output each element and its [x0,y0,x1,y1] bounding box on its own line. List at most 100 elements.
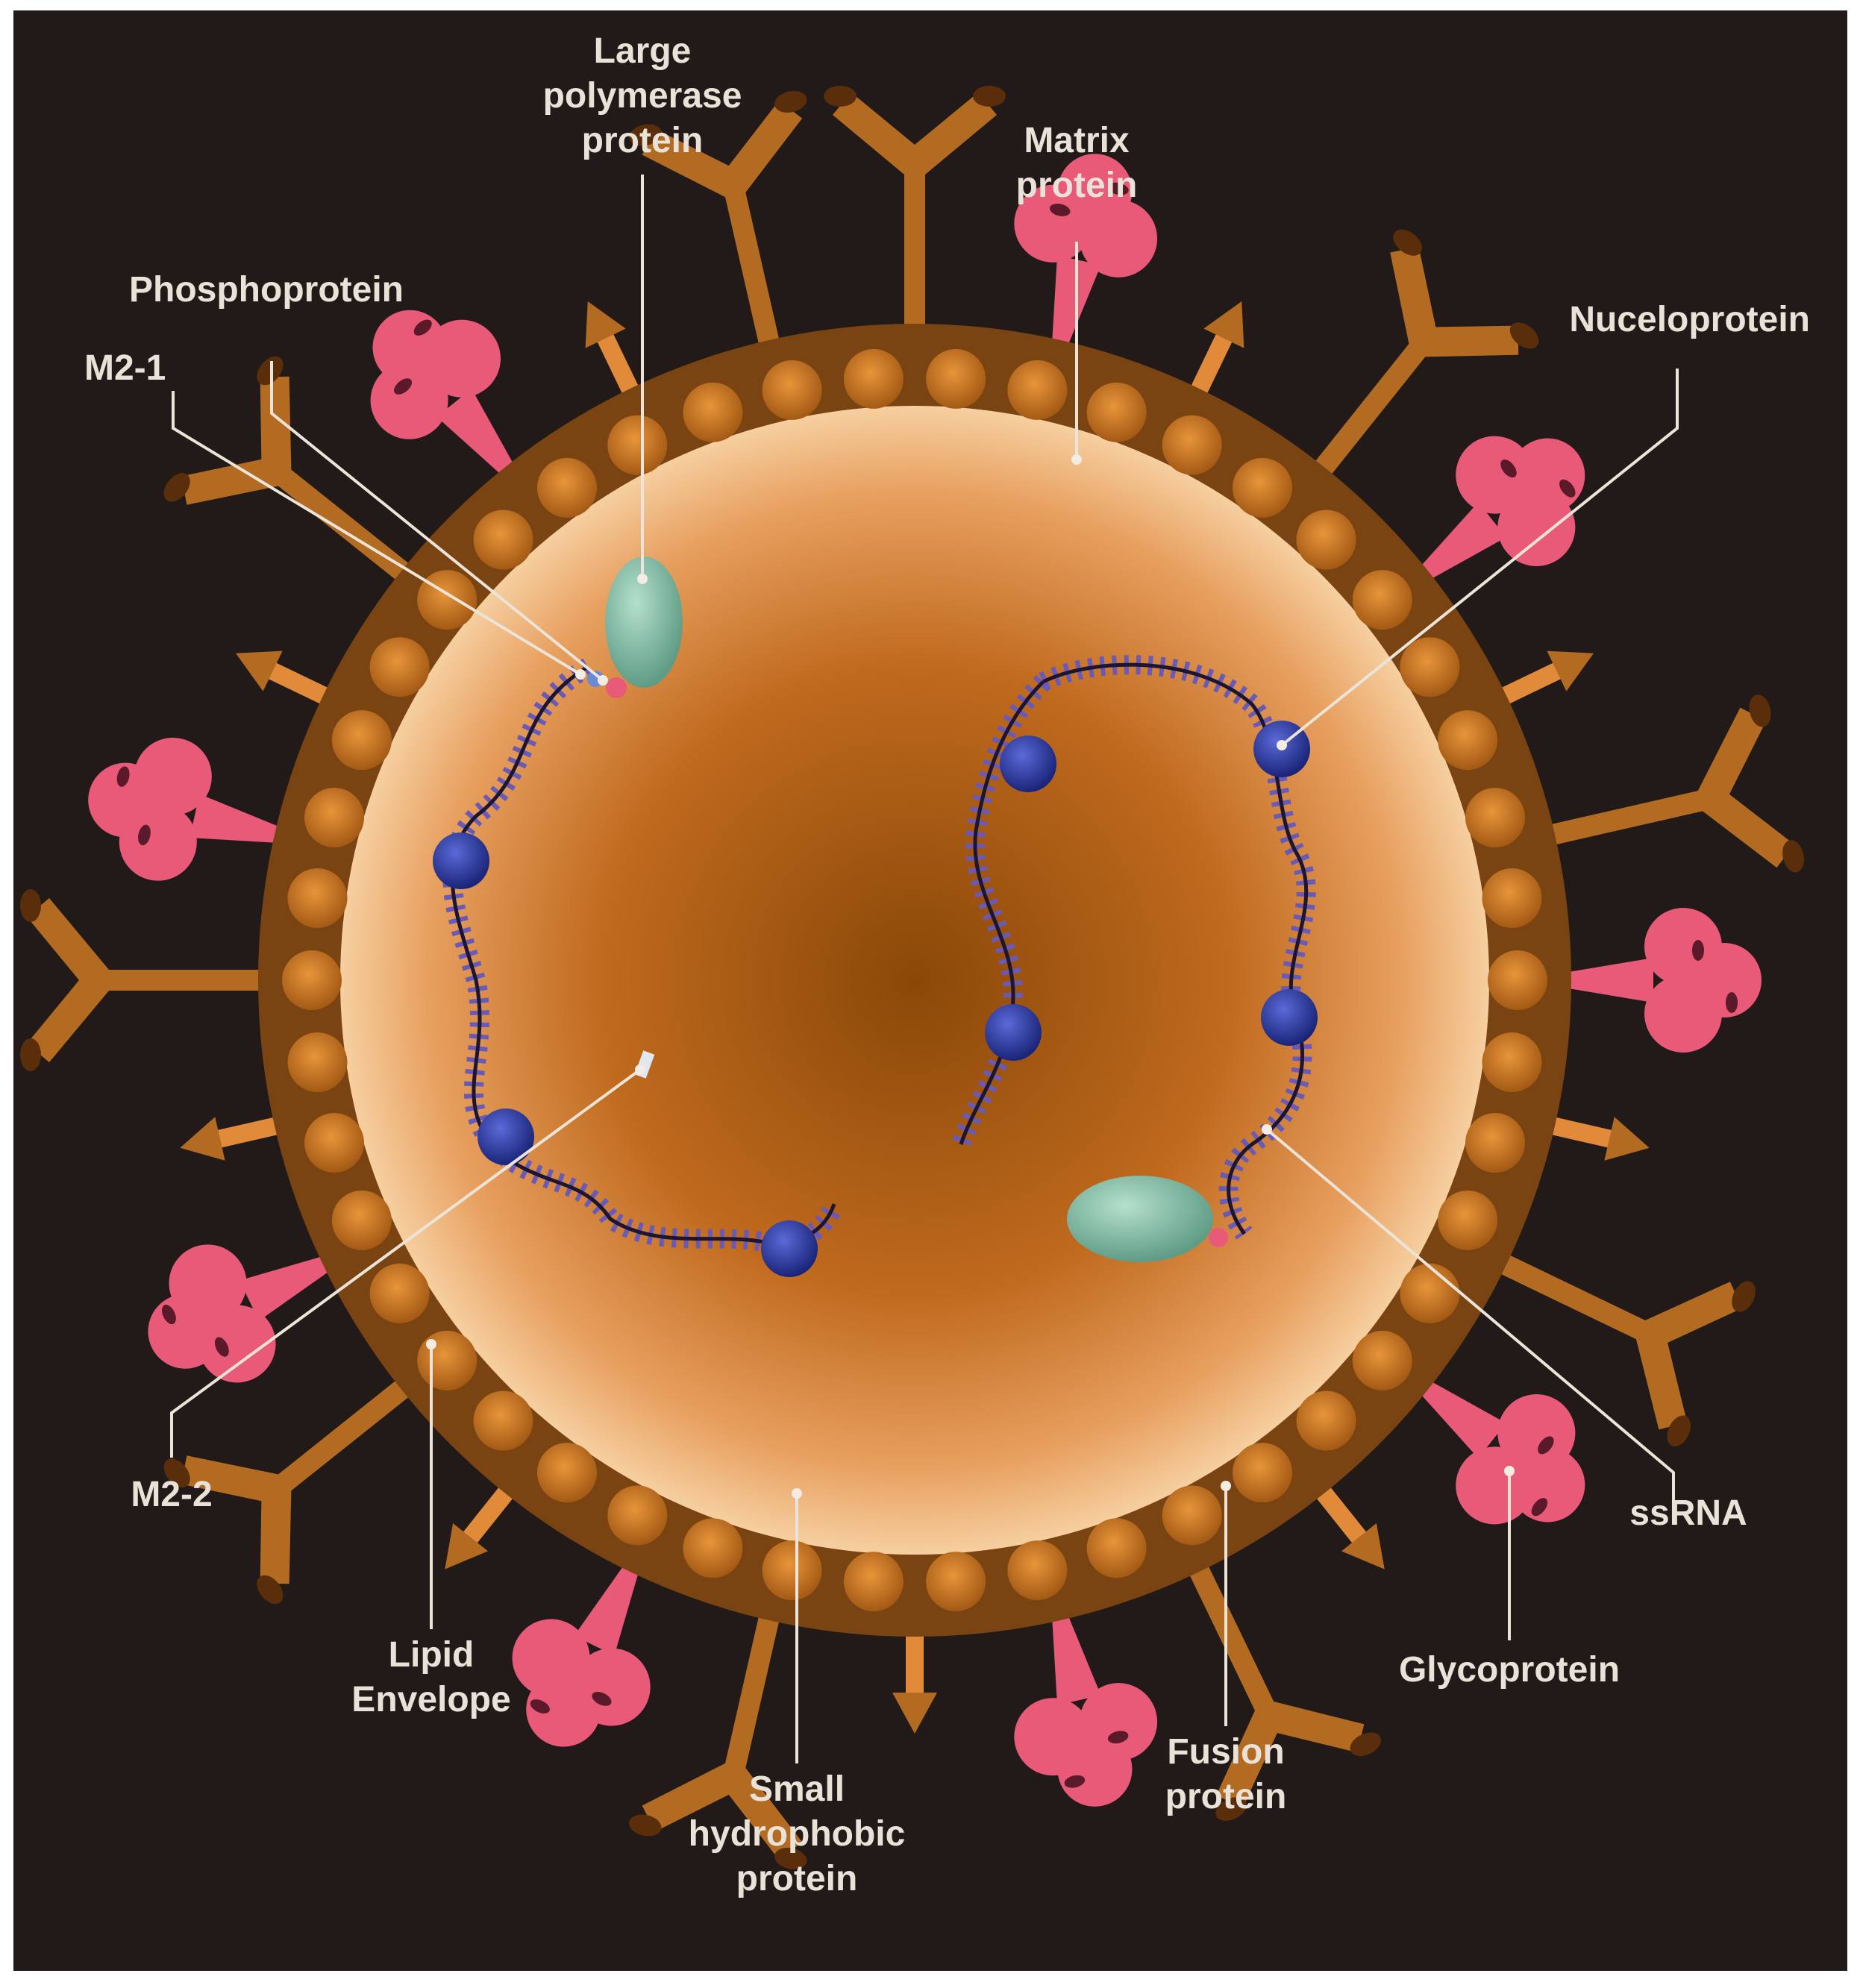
fusion-spot [214,1337,229,1357]
matrix-protein-bump [1482,868,1542,928]
fusion-spot [116,766,130,787]
glycoprotein-tip [629,1814,662,1837]
matrix-protein-bump [369,1263,430,1323]
matrix-protein-bump [843,348,904,409]
glycoprotein-stalk [720,1596,784,1790]
matrix-protein-bump [1482,1032,1542,1092]
matrix-protein-bump [1352,1330,1412,1390]
matrix-protein-bump [369,637,430,697]
fusion-spot [1538,1436,1554,1455]
small-hydrophobic-stalk [1185,330,1234,407]
label-matrix-protein: protein [1016,166,1138,205]
glycoprotein-arms [181,376,292,505]
matrix-protein-layer [282,348,1547,1612]
matrix-protein-bump [1162,415,1222,475]
matrix-protein-bump [1233,1443,1292,1503]
fusion-lobe [1456,436,1534,514]
matrix-protein-bump [304,1113,364,1173]
fusion-spot [394,378,413,395]
fusion-stem [436,389,516,478]
fusion-lobe [88,762,163,838]
glycoprotein-tip [1393,229,1422,256]
spike-layer [20,86,1805,1870]
glycoprotein-stalk [260,455,426,593]
glycoprotein-arms [1390,246,1519,357]
glycoprotein-tip [629,124,662,146]
glycoprotein-tip [163,1458,190,1487]
matrix-protein-bump [1007,1540,1068,1601]
fusion-spot [1726,992,1738,1013]
label-nucleoprotein: Nuceloprotein [1569,300,1810,339]
matrix-protein-bump [1352,570,1412,630]
matrix-protein-bump [926,348,986,409]
matrix-protein-bump [282,950,342,1010]
fusion-spot [1531,1498,1548,1517]
glycoprotein-stalk [1530,786,1725,850]
matrix-protein-bump [683,382,743,442]
fusion-protein-spike [148,1244,334,1383]
large-polymerase-protein [605,556,683,688]
matrix-protein-bump [926,1552,986,1612]
matrix-protein-bump [607,415,668,475]
label-glycoprotein: Glycoprotein [1399,1650,1620,1690]
fusion-spot [1049,204,1071,216]
fusion-spot [530,1699,550,1713]
small-hydrophobic-cone [236,650,283,692]
nucleoprotein-sphere [433,832,489,889]
small-hydrophobic-stalk [214,1114,292,1149]
nucleoprotein-sphere [985,1004,1042,1061]
fusion-spot [1559,479,1576,498]
small-hydrophobic-cone [445,1523,489,1570]
glycoprotein-tip [1509,322,1539,349]
label-m2-2: M2-2 [131,1475,212,1514]
glycoprotein-tip [1350,1732,1381,1757]
small-hydrophobic-cone [585,301,626,348]
fusion-lobe [1687,943,1762,1017]
fusion-stem [190,794,284,844]
fusion-stem [1564,958,1653,1003]
fusion-protein-spike [1417,1379,1585,1525]
glycoprotein-stalk [1302,326,1440,492]
glycoprotein-tip [20,889,41,922]
glycoprotein-spike [629,1596,807,1870]
glycoprotein-tip [774,1848,807,1870]
label-large-polymerase: Large [594,31,692,71]
matrix-protein-bump [1400,1263,1460,1323]
glycoprotein-stalk [260,1367,426,1505]
small-hydrophobic-cone [1604,1117,1650,1161]
fusion-spot [1500,460,1517,478]
glycoprotein-tip [20,1038,41,1071]
fusion-protein-spike [88,737,284,881]
small-hydrophobic-spike [1185,301,1244,407]
matrix-protein-bump [331,710,392,771]
label-ssrna: ssRNA [1629,1493,1747,1533]
fusion-protein-spike [512,1561,651,1747]
small-hydrophobic-spike [180,1114,292,1161]
matrix-protein-bump [473,1390,533,1451]
glycoprotein-arms [642,100,803,198]
fusion-lobe [1456,1446,1534,1525]
glycoprotein-tip [1732,1281,1756,1312]
matrix-protein-bump [1233,457,1292,518]
phosphoprotein-dot [1209,1228,1228,1247]
nucleoprotein-sphere [477,1109,534,1165]
glycoprotein-spike [1530,694,1805,873]
small-hydrophobic-stalk [265,661,341,710]
glycoprotein-stalk [1481,1246,1666,1349]
fusion-stem [239,1255,334,1321]
fusion-lobe [1057,1731,1133,1807]
diagram-frame: Large polymerase protein Matrix protein … [13,10,1847,1971]
glycoprotein-stalk [720,170,784,365]
glycoprotein-tip [973,86,1006,107]
matrix-protein-bump [1007,360,1068,420]
glycoprotein-tip [1782,840,1805,873]
matrix-protein-bump [417,1330,477,1390]
fusion-spot [592,1691,612,1706]
nucleoprotein-sphere [761,1220,818,1277]
matrix-protein-bump [537,457,597,518]
matrix-protein-bump [1465,788,1525,847]
matrix-protein-bump [843,1552,904,1612]
glycoprotein-spike [163,1367,426,1605]
label-small-hydrophobic: Small [749,1769,845,1809]
glycoprotein-spike [1302,229,1539,492]
